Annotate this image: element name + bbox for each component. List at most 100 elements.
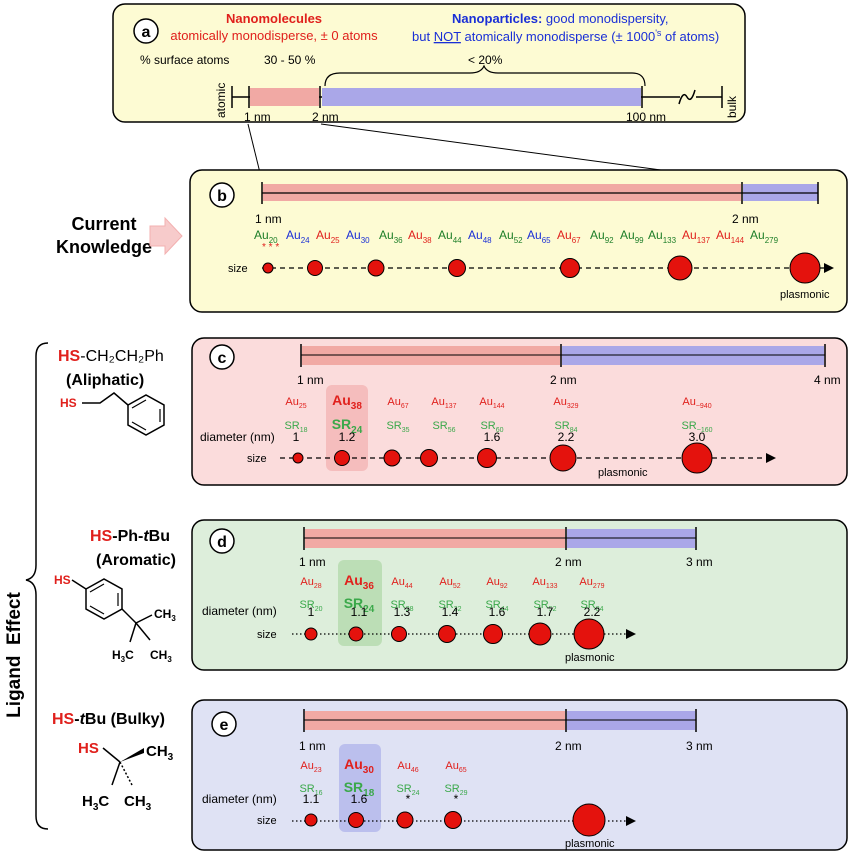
diameter-value: 1.1 bbox=[303, 792, 320, 806]
diameter-value: 1.6 bbox=[489, 605, 506, 619]
panel-b-cluster-67: Au67 bbox=[557, 228, 581, 245]
diameter-value: 1.2 bbox=[339, 430, 356, 444]
panel-b-cluster-99: Au99 bbox=[620, 228, 644, 245]
ligand-sr-52: SR52 bbox=[533, 599, 556, 613]
svg-text:HS: HS bbox=[54, 573, 71, 587]
size-dot bbox=[304, 627, 318, 641]
panel-b-size-dot bbox=[307, 260, 323, 276]
ligand-sr-29: SR29 bbox=[444, 783, 467, 797]
ligand-d-type: (Aromatic) bbox=[96, 552, 176, 569]
cluster-au-38: Au38 bbox=[332, 392, 362, 412]
panel-b-cluster-133: Au133 bbox=[648, 228, 677, 245]
ligand-sr-32: SR32 bbox=[438, 599, 461, 613]
atomic-label: atomic bbox=[214, 83, 228, 118]
panel-b-tick-1nm: 1 nm bbox=[255, 212, 282, 226]
panel-b-cluster-24: Au24 bbox=[286, 228, 310, 245]
svg-text:H3C: H3C bbox=[82, 793, 109, 813]
ligand-sr-44: SR44 bbox=[485, 599, 508, 613]
ligand-sr-24: SR24 bbox=[344, 595, 375, 615]
size-dot bbox=[681, 442, 713, 474]
panel-d-tick-end: 3 nm bbox=[686, 555, 713, 569]
tick-1nm: 1 nm bbox=[244, 110, 271, 124]
panel-b-cluster-38: Au38 bbox=[408, 228, 432, 245]
molecule-c-structure: HS bbox=[60, 392, 165, 436]
cluster-au-65: Au65 bbox=[445, 760, 466, 774]
panel-b-dots bbox=[262, 252, 821, 284]
panel-c-plasmonic: plasmonic bbox=[598, 467, 648, 479]
diameter-value: 1.6 bbox=[351, 792, 368, 806]
size-dot bbox=[391, 626, 407, 642]
panel-d-tick-1nm: 1 nm bbox=[299, 555, 326, 569]
diameter-value: 1.7 bbox=[537, 605, 554, 619]
panel-b-size-dot bbox=[262, 262, 274, 274]
svg-text:CH3: CH3 bbox=[146, 743, 174, 763]
ligand-sr-56: SR56 bbox=[432, 420, 455, 434]
panel-d-size-label: size bbox=[257, 629, 277, 641]
ligand-sr-20: SR20 bbox=[299, 599, 322, 613]
svg-text:CH3: CH3 bbox=[124, 793, 152, 813]
svg-text:H3C: H3C bbox=[112, 648, 134, 664]
nanomolecules-subtitle: atomically monodisperse, ± 0 atoms bbox=[170, 28, 378, 43]
size-dot bbox=[304, 813, 318, 827]
range-large-brace bbox=[324, 64, 646, 87]
panel-a-label: a bbox=[142, 24, 151, 41]
panel-b-size-dot bbox=[448, 259, 466, 277]
panel-d-label: d bbox=[217, 534, 227, 551]
panel-d-clusters: Au28SR201Au36SR241.1Au44SR281.3Au52SR321… bbox=[299, 572, 605, 650]
molecule-e-structure: HS CH3 H3C CH3 bbox=[78, 740, 174, 813]
diameter-value: 1.1 bbox=[351, 605, 368, 619]
panel-d-badge bbox=[209, 528, 235, 554]
cluster-au-23: Au23 bbox=[300, 760, 321, 774]
panel-b-cluster-52: Au52 bbox=[499, 228, 523, 245]
panel-a-badge bbox=[133, 18, 159, 44]
panel-c-badge bbox=[209, 344, 235, 370]
size-dot bbox=[292, 452, 304, 464]
panel-b-cluster-48: Au48 bbox=[468, 228, 492, 245]
panel-e-plasmonic: plasmonic bbox=[565, 838, 615, 850]
ligand-sr-84: SR84 bbox=[554, 420, 577, 434]
panel-d-plasmonic: plasmonic bbox=[565, 652, 615, 664]
ligand-sr-35: SR35 bbox=[386, 420, 409, 434]
nanoparticles-title: Nanoparticles: good monodispersity, bbox=[452, 11, 669, 26]
range-small-label: 30 - 50 % bbox=[264, 53, 316, 67]
panel-c-tick-end: 4 nm bbox=[814, 373, 841, 387]
not-underlined: NOT bbox=[434, 29, 462, 44]
size-dot bbox=[444, 811, 462, 829]
cluster-au-133: Au133 bbox=[532, 576, 557, 590]
size-dot bbox=[477, 448, 497, 468]
panel-e-size-label: size bbox=[257, 815, 277, 827]
svg-text:HS: HS bbox=[60, 396, 77, 410]
ligand-effect-brace bbox=[25, 342, 49, 830]
panel-a-blue-bar bbox=[322, 88, 641, 106]
panel-c-tick-2nm: 2 nm bbox=[550, 373, 577, 387]
panel-a: a Nanomolecules atomically monodisperse,… bbox=[112, 3, 746, 124]
ligand-effect: Ligand Effect bbox=[4, 342, 49, 830]
panel-e-highlight bbox=[339, 744, 381, 832]
diameter-value: * bbox=[406, 792, 411, 806]
surface-atoms-label: % surface atoms bbox=[140, 53, 229, 67]
diameter-value: 3.0 bbox=[689, 430, 706, 444]
ligand-sr-84: SR84 bbox=[580, 599, 603, 613]
panel-b-badge bbox=[209, 182, 235, 208]
panel-d-diameter-label: diameter (nm) bbox=[202, 604, 277, 618]
ligand-sr-60: SR60 bbox=[480, 420, 503, 434]
diameter-value: 2.2 bbox=[558, 430, 575, 444]
panel-b-size-dot bbox=[367, 259, 385, 277]
panel-b-cluster-44: Au44 bbox=[438, 228, 462, 245]
size-dot bbox=[348, 626, 364, 642]
panel-c-label: c bbox=[218, 350, 227, 367]
panel-e-tick-1nm: 1 nm bbox=[299, 739, 326, 753]
ligand-d-name: HS-Ph-tBu bbox=[90, 528, 170, 545]
panel-d: HS-Ph-tBu (Aromatic) HS CH3 H3C CH3 d 1 … bbox=[54, 519, 848, 671]
panel-b-cluster-279: Au279 bbox=[750, 228, 779, 245]
panel-e-label: e bbox=[220, 717, 229, 734]
size-dot bbox=[438, 625, 456, 643]
panel-e-tick-end: 3 nm bbox=[686, 739, 713, 753]
size-dot bbox=[483, 624, 503, 644]
size-dot bbox=[528, 622, 552, 646]
panel-b-cluster-20: Au20 bbox=[254, 228, 278, 245]
diameter-value: 2.2 bbox=[584, 605, 601, 619]
panel-b-size-dot bbox=[789, 252, 821, 284]
ligand-sr-28: SR28 bbox=[390, 599, 413, 613]
